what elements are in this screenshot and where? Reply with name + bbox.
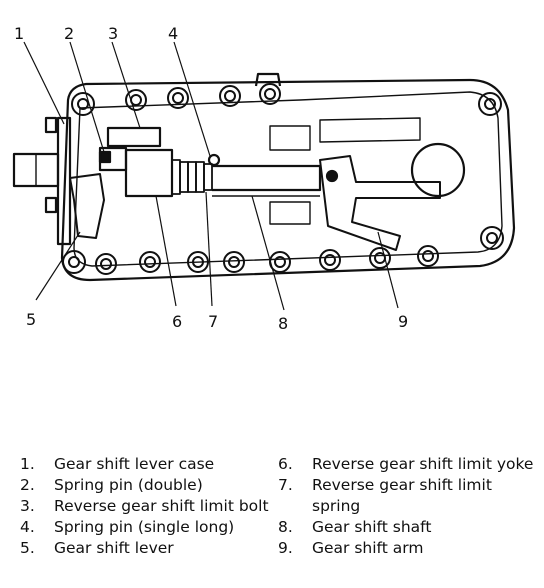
callout-7: 7 xyxy=(208,312,219,331)
case-outline xyxy=(60,78,516,282)
legend-text: Gear shift lever case xyxy=(54,455,215,473)
callout-1: 1 xyxy=(14,24,25,43)
callout-9: 9 xyxy=(398,312,409,331)
legend-item: 3. Reverse gear shift limit bolt xyxy=(20,496,280,517)
legend-text: Gear shift shaft xyxy=(312,518,432,536)
legend-text: Reverse gear shift limit bolt xyxy=(54,497,269,515)
legend-number: 7. xyxy=(278,476,293,494)
callout-3: 3 xyxy=(108,24,119,43)
legend-number: 6. xyxy=(278,455,293,473)
legend-text: Reverse gear shift limit spring xyxy=(312,476,492,515)
gear-shift-arm xyxy=(319,155,441,251)
legend-number: 4. xyxy=(20,518,35,536)
callout-8: 8 xyxy=(278,314,289,333)
gear-shift-assembly-diagram: 1 2 3 4 5 6 7 8 9 xyxy=(12,24,516,333)
legend-item: 9. Gear shift arm xyxy=(278,538,540,559)
legend-column-left: 1. Gear shift lever case 2. Spring pin (do… xyxy=(20,454,280,559)
limit-yoke xyxy=(124,148,174,198)
legend-item: 8. Gear shift shaft xyxy=(278,517,540,538)
legend-number: 5. xyxy=(20,539,35,557)
legend-text: Spring pin (double) xyxy=(54,476,203,494)
legend-item: 6. Reverse gear shift limit yoke xyxy=(278,454,540,475)
inspection-hole xyxy=(410,142,466,198)
callout-5: 5 xyxy=(26,310,37,329)
limit-bolt-block xyxy=(106,126,162,148)
left-flange xyxy=(56,116,72,246)
top-tab xyxy=(254,72,282,87)
callout-6: 6 xyxy=(172,312,183,331)
legend-item: 2. Spring pin (double) xyxy=(20,475,280,496)
case-inner-outline xyxy=(73,91,503,267)
callout-2: 2 xyxy=(64,24,75,43)
shaft-end xyxy=(12,152,60,188)
legend-number: 8. xyxy=(278,518,293,536)
legend-item: 1. Gear shift lever case xyxy=(20,454,280,475)
legend-text: Spring pin (single long) xyxy=(54,518,235,536)
legend-number: 1. xyxy=(20,455,35,473)
bolt-bosses xyxy=(62,83,504,275)
callout-4: 4 xyxy=(168,24,179,43)
legend-text: Gear shift arm xyxy=(312,539,424,557)
leader-lines xyxy=(23,41,399,311)
assembly-drawing xyxy=(12,41,516,311)
legend-item: 7. Reverse gear shift limit spring xyxy=(278,475,540,517)
limit-spring xyxy=(171,159,213,195)
legend-number: 9. xyxy=(278,539,293,557)
gear-shift-shaft xyxy=(212,164,322,192)
gear-shift-lever xyxy=(69,173,105,239)
legend-text: Reverse gear shift limit yoke xyxy=(312,455,534,473)
legend-column-right: 6. Reverse gear shift limit yoke 7. Revers… xyxy=(278,454,540,559)
legend-number: 2. xyxy=(20,476,35,494)
legend-number: 3. xyxy=(20,497,35,515)
legend-item: 5. Gear shift lever xyxy=(20,538,280,559)
legend-item: 4. Spring pin (single long) xyxy=(20,517,280,538)
legend-text: Gear shift lever xyxy=(54,539,174,557)
